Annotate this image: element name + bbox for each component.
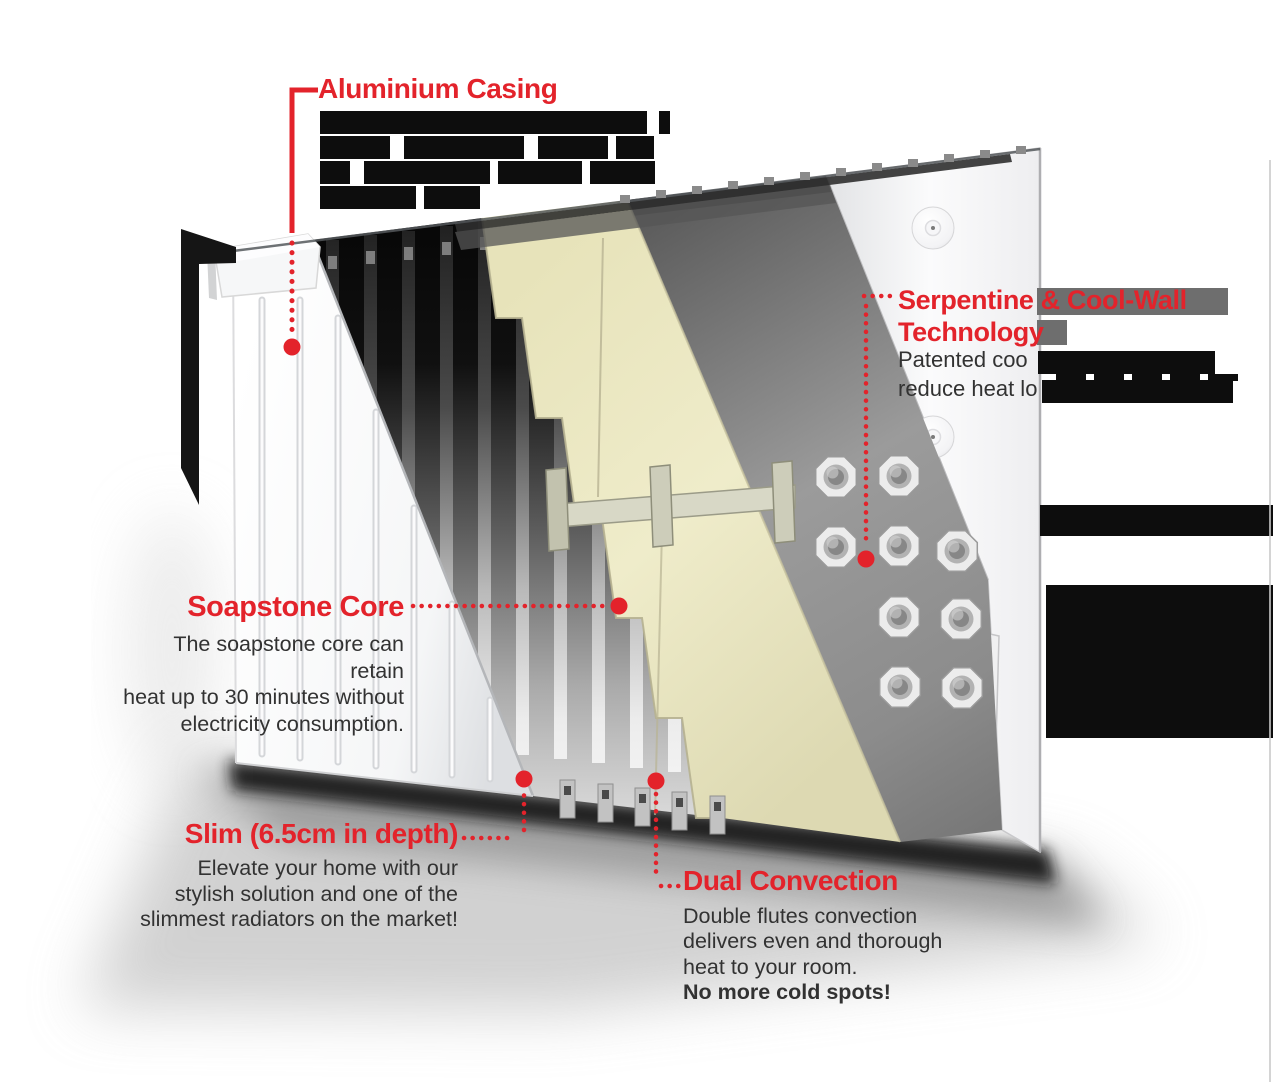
dual-convection-leader-line (647, 772, 684, 889)
dual-convection-body-line4: No more cold spots! (683, 979, 891, 1004)
soapstone-body-line3: electricity consumption. (180, 711, 404, 736)
slim-body-line1: Elevate your home with our (197, 856, 458, 881)
serpentine-title-line1: Serpentine & Cool-Wall (898, 285, 1187, 315)
slim-leader-line (461, 770, 533, 841)
aluminium-casing-redacted-body (320, 111, 670, 211)
dual-convection-title: Dual Convection (683, 865, 898, 896)
panel-connector-bracket (545, 460, 796, 552)
dual-convection-body-line1: Double flutes convection (683, 904, 918, 929)
serpentine-title-line2: Technology (898, 317, 1044, 347)
title-overflow-backdrop (1037, 320, 1067, 345)
soapstone-panel-seam (654, 529, 663, 816)
soapstone-panel-seam (597, 237, 604, 498)
soapstone-body-line1: The soapstone core can retain (173, 632, 404, 683)
soapstone-body: The soapstone core can retain heat up to… (120, 631, 404, 737)
slim-title: Slim (6.5cm in depth) (184, 818, 459, 849)
serpentine-body-line1: Patented coo (898, 347, 1028, 372)
frame-edge-line (1269, 160, 1271, 1082)
redacted-text-row (320, 161, 670, 184)
slim-body-line3: slimmest radiators on the market! (140, 907, 458, 932)
redacted-text-bar (1040, 505, 1273, 536)
redacted-text-bar (1038, 351, 1215, 374)
radiator-top-edge (181, 146, 1041, 505)
serpentine-title: Serpentine & Cool-Wall Technology (898, 284, 1187, 348)
left-dark-wedge (181, 229, 236, 505)
redacted-text-row (320, 136, 670, 159)
redacted-text-bar (1042, 380, 1233, 403)
soapstone-leader-line (410, 597, 628, 615)
redacted-text-block (1046, 585, 1273, 738)
soapstone-title: Soapstone Core (187, 591, 404, 623)
redacted-text-row (320, 111, 670, 134)
serpentine-body-line2: reduce heat lo (898, 376, 1038, 401)
slim-body: Elevate your home with our stylish solut… (113, 856, 458, 933)
dual-convection-body-line3: heat to your room. (683, 954, 858, 979)
aluminium-casing-front-panel (207, 233, 535, 797)
redacted-text-dashes (1056, 374, 1238, 381)
aluminium-casing-title: Aluminium Casing (318, 73, 558, 104)
redacted-text-row (320, 186, 670, 209)
serpentine-leader-line (857, 293, 895, 568)
dual-convection-body: Double flutes convection delivers even a… (683, 904, 942, 1005)
top-edge-serrations (620, 146, 1026, 203)
front-panel-grooves (258, 296, 494, 783)
dual-convection-body-line2: delivers even and thorough (683, 929, 943, 954)
callout-leaders (283, 87, 895, 889)
soapstone-body-line2: heat up to 30 minutes without (123, 685, 404, 710)
title-overflow-backdrop (1037, 288, 1228, 315)
slim-body-line2: stylish solution and one of the (174, 881, 458, 906)
soapstone-callout: Soapstone Core The soapstone core can re… (120, 591, 404, 737)
aluminium-leader-line (283, 87, 318, 356)
slim-callout: Slim (6.5cm in depth) Elevate your home … (113, 818, 459, 933)
dual-convection-callout: Dual Convection Double flutes convection… (683, 865, 942, 1005)
